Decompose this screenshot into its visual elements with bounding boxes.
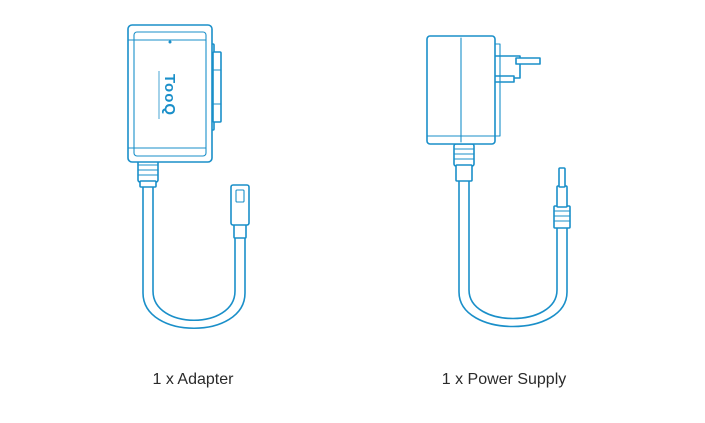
- power-supply-body: [426, 35, 501, 145]
- dc-barrel-plug: [553, 167, 571, 229]
- wall-plug-prongs: [491, 55, 541, 83]
- adapter-body: [127, 24, 213, 163]
- brand-logo-text: TooQ: [161, 74, 178, 116]
- power-supply-strain-relief: [453, 143, 475, 182]
- power-supply-caption: 1 x Power Supply: [441, 371, 567, 388]
- usb-c-plug: [230, 184, 250, 239]
- adapter-cable: [142, 185, 246, 330]
- power-supply-cable: [458, 179, 568, 328]
- power-supply-illustration: [426, 35, 571, 328]
- adapter-strain-relief: [137, 159, 159, 188]
- led-indicator-icon: [168, 40, 172, 44]
- tooq-logo: TooQ: [158, 71, 178, 119]
- adapter-caption: 1 x Adapter: [152, 371, 234, 388]
- adapter-illustration: TooQ: [127, 24, 250, 330]
